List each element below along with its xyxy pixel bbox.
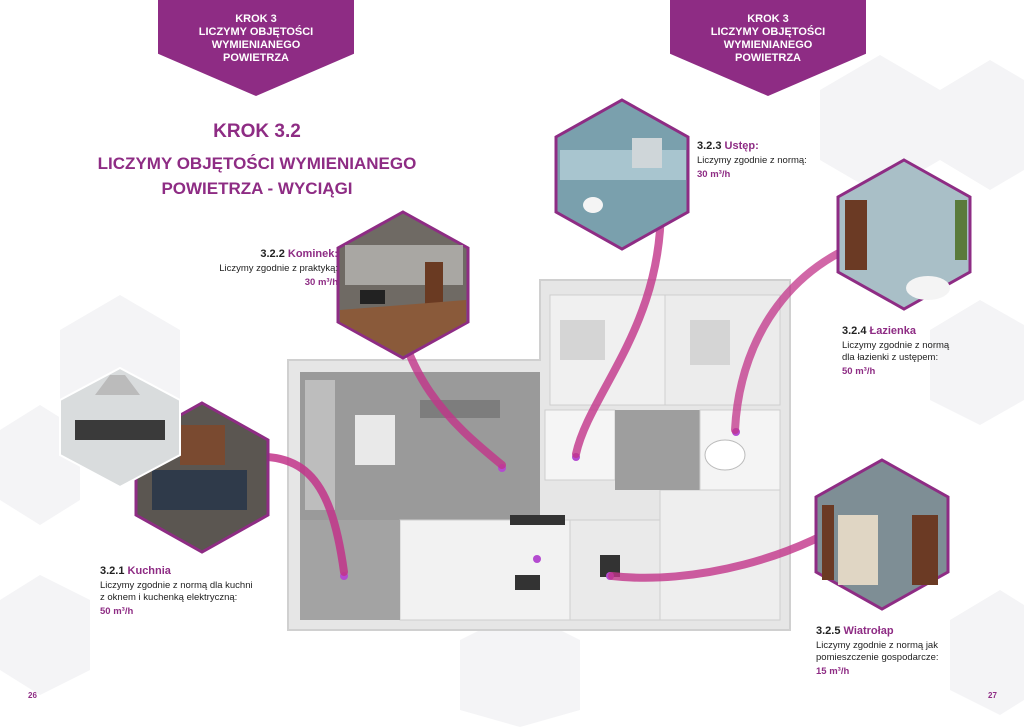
section-title: LICZYMY OBJĘTOŚCI WYMIENIANEGO POWIETRZA… — [60, 151, 454, 201]
wiatrolap-photo — [814, 458, 950, 611]
section-title-line: POWIETRZA - WYCIĄGI — [161, 179, 353, 198]
kuchnia-label: 3.2.1 Kuchnia Liczymy zgodnie z normą dl… — [100, 565, 290, 618]
wiatrolap-number: 3.2.5 — [816, 625, 841, 637]
kuchnia-value: 50 m³/h — [100, 606, 134, 617]
kuchnia-description: z oknem i kuchenką elektryczną: — [100, 592, 238, 603]
lazienka-heading: 3.2.4 Łazienka — [842, 325, 982, 337]
lazienka-number: 3.2.4 — [842, 325, 867, 337]
page-number-left: 26 — [28, 691, 37, 700]
wiatrolap-heading: 3.2.5 Wiatrołap — [816, 625, 986, 637]
wiatrolap-description: Liczymy zgodnie z normą jak — [816, 640, 938, 651]
kominek-heading: 3.2.2 Kominek: — [170, 248, 338, 260]
kuchnia-number: 3.2.1 — [100, 565, 125, 577]
kuchnia-heading: 3.2.1 Kuchnia — [100, 565, 290, 577]
lazienka-photo — [836, 158, 972, 311]
kominek-number: 3.2.2 — [260, 248, 285, 260]
lazienka-name: Łazienka — [869, 325, 916, 337]
ustep-description: Liczymy zgodnie z normą: — [697, 155, 807, 166]
lazienka-description: Liczymy zgodnie z normą — [842, 340, 950, 351]
banner-line: LICZYMY OBJĘTOŚCI — [710, 26, 826, 38]
kuchnia-name: Kuchnia — [127, 565, 171, 577]
ustep-number: 3.2.3 — [697, 140, 722, 152]
ustep-heading: 3.2.3 Ustęp: — [697, 140, 847, 152]
banner-line: POWIETRZA — [735, 52, 801, 64]
ustep-label: 3.2.3 Ustęp: Liczymy zgodnie z normą: 30… — [697, 140, 847, 181]
kominek-description: Liczymy zgodnie z praktyką: — [219, 263, 338, 274]
step-banner-right: KROK 3 LICZYMY OBJĘTOŚCI WYMIENIANEGO PO… — [670, 0, 866, 96]
lazienka-value: 50 m³/h — [842, 366, 876, 377]
ustep-name: Ustęp: — [724, 140, 759, 152]
banner-line: LICZYMY OBJĘTOŚCI — [198, 26, 314, 38]
lazienka-label: 3.2.4 Łazienka Liczymy zgodnie z normą d… — [842, 325, 982, 378]
section-step-title: KROK 3.2 — [213, 121, 301, 142]
banner-line: POWIETRZA — [223, 52, 289, 64]
kuchnia-description: Liczymy zgodnie z normą dla kuchni — [100, 580, 253, 591]
banner-line: WYMIENIANEGO — [723, 39, 813, 51]
wiatrolap-name: Wiatrołap — [843, 625, 894, 637]
ustep-photo — [554, 98, 690, 251]
section-title-line: LICZYMY OBJĘTOŚCI WYMIENIANEGO — [97, 154, 417, 173]
banner-line: WYMIENIANEGO — [211, 39, 301, 51]
banner-step: KROK 3 — [235, 13, 277, 25]
kominek-value: 30 m³/h — [304, 277, 338, 288]
kominek-name: Kominek: — [287, 248, 338, 260]
page-number-right: 27 — [988, 691, 997, 700]
wiatrolap-description: pomieszczenie gospodarcze: — [816, 652, 939, 663]
banner-step: KROK 3 — [747, 13, 789, 25]
kominek-label: 3.2.2 Kominek: Liczymy zgodnie z praktyk… — [170, 248, 338, 289]
kominek-photo — [336, 210, 470, 360]
wiatrolap-value: 15 m³/h — [816, 666, 850, 677]
wiatrolap-label: 3.2.5 Wiatrołap Liczymy zgodnie z normą … — [816, 625, 986, 678]
kuchnia-photo-2 — [59, 366, 181, 489]
ustep-value: 30 m³/h — [697, 169, 731, 180]
lazienka-description: dla łazienki z ustępem: — [842, 352, 939, 363]
